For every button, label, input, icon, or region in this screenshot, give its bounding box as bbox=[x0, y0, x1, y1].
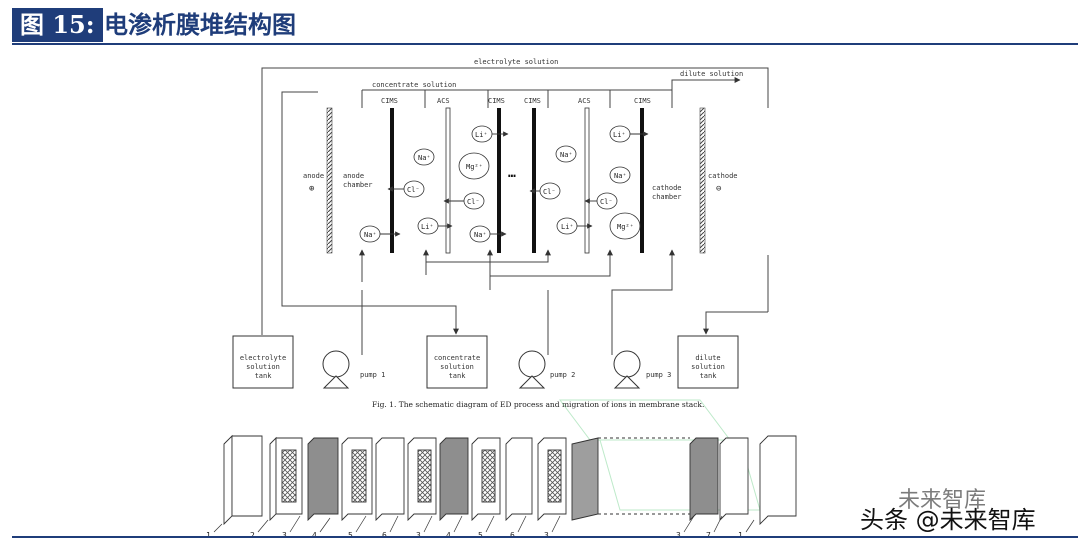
ion-li: Li⁺ bbox=[475, 131, 488, 139]
membrane-label-cims: CIMS bbox=[634, 97, 651, 105]
figure-caption: Fig. 1. The schematic diagram of ED proc… bbox=[372, 400, 704, 409]
membrane-stack-exploded bbox=[223, 434, 797, 526]
anode-sign: ⊕ bbox=[309, 184, 314, 194]
ion-li: Li⁺ bbox=[561, 223, 574, 231]
concentrate-flow-label: concentrate solution bbox=[372, 81, 456, 89]
membrane-label-cims: CIMS bbox=[488, 97, 505, 105]
ion-li: Li⁺ bbox=[613, 131, 626, 139]
figure-header: 图 15: 电渗析膜堆结构图 bbox=[12, 6, 1078, 44]
stack-label: 3 bbox=[282, 531, 287, 540]
flow-lines bbox=[261, 67, 769, 355]
stack-label: 5 bbox=[348, 531, 353, 540]
membrane-label-cims: CIMS bbox=[381, 97, 398, 105]
cathode-label: cathode bbox=[708, 172, 738, 180]
anode-label: anode bbox=[303, 172, 324, 180]
ion-mg: Mg²⁺ bbox=[466, 163, 483, 171]
pump-2-label: pump 2 bbox=[550, 371, 575, 379]
ion-na: Na⁺ bbox=[364, 231, 377, 239]
ion-na: Na⁺ bbox=[418, 154, 431, 162]
ion-cl: Cl⁻ bbox=[600, 198, 613, 206]
ion-cl: Cl⁻ bbox=[543, 188, 556, 196]
stack-label: 3 bbox=[416, 531, 421, 540]
stack-label: 1 bbox=[206, 531, 211, 540]
stack-label: 4 bbox=[446, 531, 451, 540]
figure-number: 图 15: bbox=[12, 8, 103, 42]
dilute-outlet-line bbox=[671, 77, 741, 90]
ion-cl: Cl⁻ bbox=[467, 198, 480, 206]
footer-rule bbox=[12, 536, 1078, 538]
anode-electrode bbox=[326, 107, 333, 254]
membrane-label-acs: ACS bbox=[437, 97, 450, 105]
cathode-electrode bbox=[699, 107, 706, 254]
cation-membrane bbox=[390, 108, 394, 253]
membrane-label-acs: ACS bbox=[578, 97, 591, 105]
figure-title: 电渗析膜堆结构图 bbox=[104, 11, 296, 39]
dilute-flow-label: dilute solution bbox=[680, 70, 743, 78]
ion-na: Na⁺ bbox=[560, 151, 573, 159]
membrane-label-cims: CIMS bbox=[524, 97, 541, 105]
stack-label: 5 bbox=[478, 531, 483, 540]
stack-label: 2 bbox=[250, 531, 255, 540]
ion-na: Na⁺ bbox=[474, 231, 487, 239]
ion-na: Na⁺ bbox=[614, 172, 627, 180]
anion-membrane bbox=[584, 107, 590, 254]
pump-1-label: pump 1 bbox=[360, 371, 385, 379]
watermark-line-2: 头条 @未来智库 bbox=[860, 506, 1036, 534]
pump-3-label: pump 3 bbox=[646, 371, 671, 379]
cathode-sign: ⊖ bbox=[716, 184, 721, 194]
electrolyte-flow-label: electrolyte solution bbox=[474, 58, 558, 66]
ion-li: Li⁺ bbox=[421, 223, 434, 231]
stack-label: 6 bbox=[510, 531, 515, 540]
stack-label: 7 bbox=[706, 531, 711, 540]
ion-cl: Cl⁻ bbox=[407, 186, 420, 194]
cation-membrane bbox=[497, 108, 501, 253]
header-rule bbox=[12, 43, 1078, 45]
stack-label: 1 bbox=[738, 531, 743, 540]
ion-mg: Mg²⁺ bbox=[617, 223, 634, 231]
stack-label: 6 bbox=[382, 531, 387, 540]
cation-membrane bbox=[532, 108, 536, 253]
stack-label: 4 bbox=[312, 531, 317, 540]
stack-label: 3 bbox=[676, 531, 681, 540]
anion-membrane bbox=[445, 107, 451, 254]
stack-ellipsis: … bbox=[508, 166, 516, 181]
stack-label: 3 bbox=[544, 531, 549, 540]
watermark-line-1: 未来智库 bbox=[898, 488, 987, 513]
electrolyte-loop-line bbox=[261, 67, 769, 335]
cation-membrane bbox=[640, 108, 644, 253]
